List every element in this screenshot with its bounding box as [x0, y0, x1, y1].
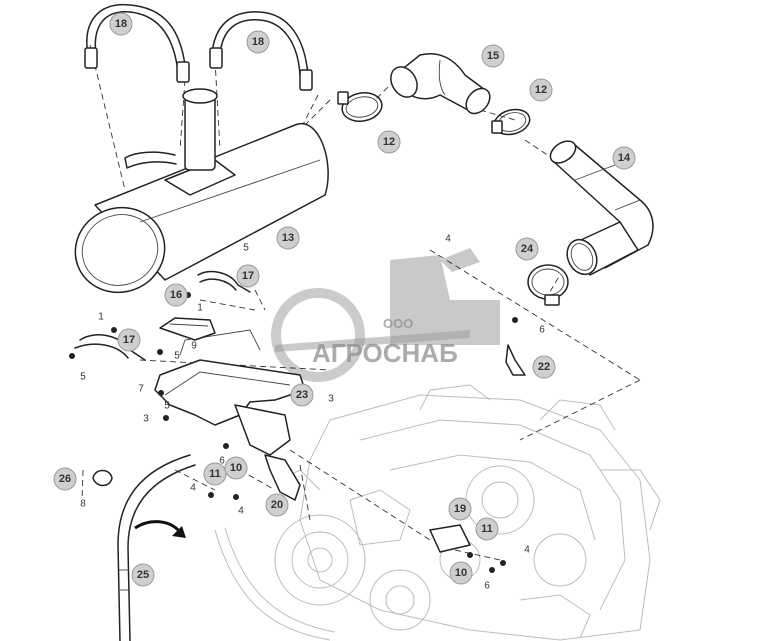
rear-bracket [429, 524, 471, 553]
callout-24: 24 [515, 237, 539, 261]
callout-17-right: 17 [236, 264, 260, 288]
engine-mount-bracket [264, 454, 301, 501]
label-8: 8 [80, 499, 86, 510]
label-5-a: 5 [243, 243, 249, 254]
pipe-clamp-right [491, 108, 531, 136]
svg-text:14: 14 [618, 152, 631, 164]
svg-text:10: 10 [455, 567, 467, 579]
agrosnab-watermark: ООО АГРОСНАБ [271, 248, 500, 382]
svg-text:16: 16 [170, 289, 182, 301]
label-3-a: 3 [143, 414, 149, 425]
label-4-c: 4 [238, 506, 244, 517]
small-part-labels: 5 1 1 9 5 5 7 5 3 3 4 6 6 4 4 8 4 6 [80, 234, 545, 592]
label-5-c: 5 [80, 372, 86, 383]
svg-text:12: 12 [535, 84, 547, 96]
svg-text:26: 26 [59, 473, 71, 485]
engine-block-drawing [214, 384, 661, 641]
label-7: 7 [138, 384, 144, 395]
svg-text:18: 18 [115, 18, 127, 30]
svg-text:17: 17 [242, 270, 254, 282]
svg-text:15: 15 [487, 50, 499, 62]
svg-text:12: 12 [383, 136, 395, 148]
tail-hose [117, 454, 196, 641]
callout-25: 25 [131, 563, 155, 587]
label-4-a: 4 [445, 234, 451, 245]
elbow-pipe [390, 53, 491, 115]
label-1-a: 1 [98, 312, 104, 323]
callout-20: 20 [265, 493, 289, 517]
muffler [74, 88, 329, 294]
callout-23: 23 [290, 383, 314, 407]
exhaust-pipe [549, 140, 654, 276]
svg-text:18: 18 [252, 36, 264, 48]
label-4-d: 4 [524, 545, 530, 556]
flow-direction-arrow [134, 520, 186, 538]
label-9: 9 [191, 341, 197, 352]
deflector-plate [505, 344, 526, 376]
svg-text:25: 25 [137, 569, 149, 581]
band-clamp [527, 264, 569, 306]
svg-text:20: 20 [271, 499, 283, 511]
callout-19: 19 [448, 497, 472, 521]
callout-17-left: 17 [117, 328, 141, 352]
callout-11-left: 11 [203, 462, 227, 486]
support-bracket-frame [154, 329, 306, 456]
callout-16: 16 [164, 283, 188, 307]
svg-text:10: 10 [230, 462, 242, 474]
callout-22: 22 [532, 355, 556, 379]
callout-18-left: 18 [109, 12, 133, 36]
callout-14: 14 [612, 146, 636, 170]
callout-11-right: 11 [475, 517, 499, 541]
callout-10-left: 10 [224, 456, 248, 480]
watermark-name: АГРОСНАБ [312, 338, 458, 368]
label-6-b: 6 [219, 456, 225, 467]
svg-text:11: 11 [481, 523, 493, 535]
callout-18-right: 18 [246, 30, 270, 54]
label-4-b: 4 [190, 483, 196, 494]
callout-10-right: 10 [449, 561, 473, 585]
label-3-b: 3 [328, 394, 334, 405]
label-5-b: 5 [174, 351, 180, 362]
muffler-bracket-plate [159, 317, 216, 341]
svg-text:24: 24 [521, 243, 534, 255]
callout-13: 13 [276, 226, 300, 250]
label-6-c: 6 [484, 581, 490, 592]
label-6-a: 6 [539, 325, 545, 336]
hanger-strap-right [209, 11, 313, 91]
svg-text:17: 17 [123, 334, 135, 346]
svg-text:13: 13 [282, 232, 294, 244]
svg-text:19: 19 [454, 503, 466, 515]
callout-15: 15 [481, 44, 505, 68]
cable-clip [92, 469, 113, 487]
pipe-clamp-left [337, 91, 383, 122]
callout-12-left: 12 [377, 130, 401, 154]
label-1-b: 1 [197, 303, 203, 314]
hanger-strap-left [84, 3, 190, 83]
label-5-d: 5 [164, 401, 170, 412]
svg-text:23: 23 [296, 389, 308, 401]
callout-12-right: 12 [529, 78, 553, 102]
callout-26: 26 [53, 467, 77, 491]
strap-clamp-right [197, 270, 251, 293]
svg-text:22: 22 [538, 361, 550, 373]
watermark-prefix: ООО [383, 316, 413, 331]
svg-text:11: 11 [209, 468, 221, 480]
